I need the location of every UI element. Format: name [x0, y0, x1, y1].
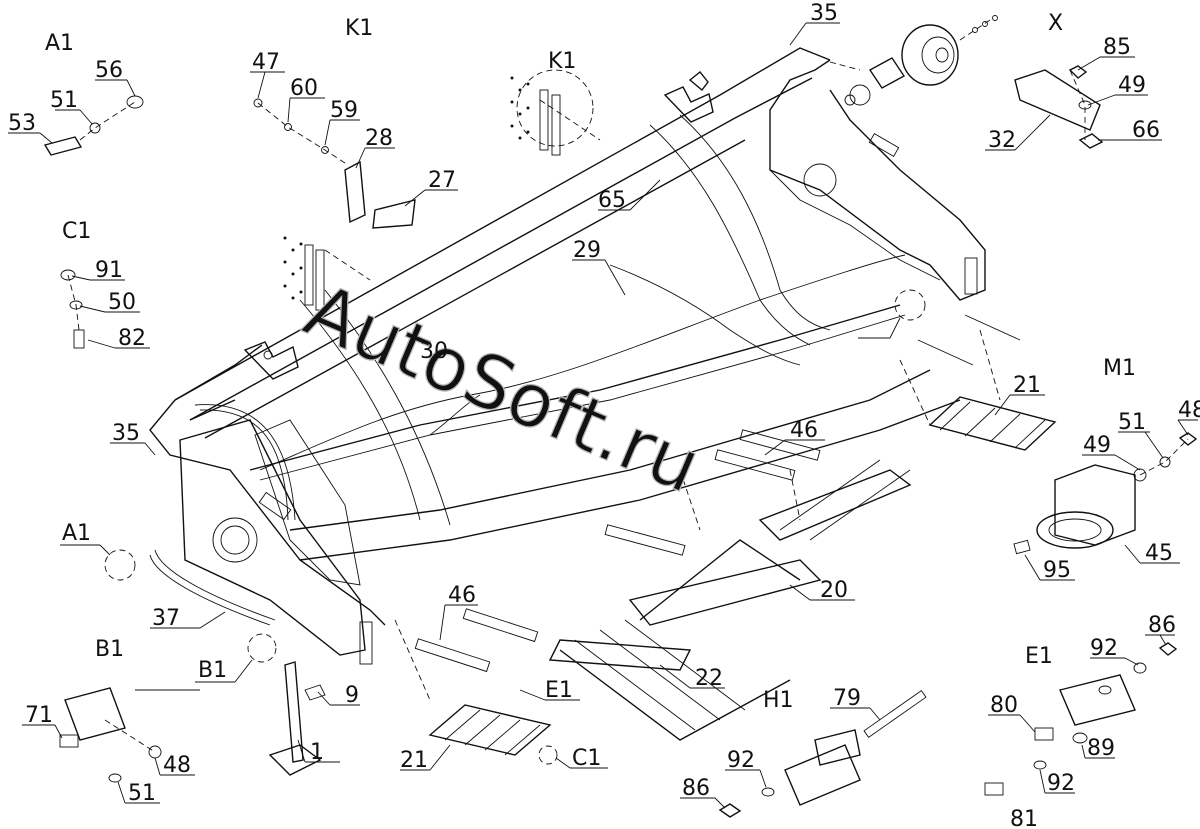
group-title-k1-top: K1 [345, 16, 373, 41]
part-label-51-m1: 51 [1118, 410, 1146, 435]
part-label-35-left: 35 [112, 421, 140, 446]
part-label-1: 1 [310, 740, 324, 765]
group-title-x-top: X [1048, 11, 1063, 36]
part-label-71: 71 [25, 703, 53, 728]
part-label-21-right: 21 [1013, 373, 1041, 398]
group-title-a1-top: A1 [45, 31, 74, 56]
group-title-b1-body: B1 [198, 658, 227, 683]
part-label-65: 65 [598, 188, 626, 213]
group-title-a1-body: A1 [62, 521, 91, 546]
part-label-47: 47 [252, 50, 280, 75]
part-label-81: 81 [1010, 807, 1038, 829]
group-titles: A1 K1 K1 X C1 M1 A1 B1 B1 E1 C1 E1 H1 [45, 11, 1136, 771]
part-number-labels: 35 85 49 66 32 56 51 53 47 60 59 28 27 6… [8, 1, 1200, 829]
part-label-29: 29 [573, 238, 601, 263]
part-label-30: 30 [420, 339, 448, 364]
part-label-56: 56 [95, 58, 123, 83]
part-label-82: 82 [118, 326, 146, 351]
part-label-86-h1: 86 [682, 776, 710, 801]
part-label-59: 59 [330, 98, 358, 123]
part-label-92-e1-low: 92 [1047, 771, 1075, 796]
part-label-51-a1: 51 [50, 88, 78, 113]
group-title-e1-right: E1 [1025, 644, 1053, 669]
part-label-66: 66 [1132, 118, 1160, 143]
leader-lines [8, 22, 1198, 809]
part-label-21-bottom: 21 [400, 748, 428, 773]
group-title-k1-body: K1 [548, 49, 576, 74]
part-label-50: 50 [108, 290, 136, 315]
part-label-80: 80 [990, 693, 1018, 718]
group-title-m1: M1 [1103, 356, 1136, 381]
part-label-45: 45 [1145, 541, 1173, 566]
part-label-48-m1: 48 [1178, 398, 1200, 423]
part-label-49-x: 49 [1118, 73, 1146, 98]
part-label-86-e1: 86 [1148, 613, 1176, 638]
part-label-35-top: 35 [810, 1, 838, 26]
part-label-46-bottom: 46 [448, 583, 476, 608]
header-frame [43, 15, 1198, 818]
part-label-20: 20 [820, 578, 848, 603]
group-title-c1-body: C1 [572, 746, 601, 771]
part-label-95: 95 [1043, 558, 1071, 583]
group-title-h1: H1 [763, 688, 794, 713]
group-title-e1-body: E1 [545, 678, 573, 703]
part-label-49-m1: 49 [1083, 433, 1111, 458]
part-label-92-h1: 92 [727, 748, 755, 773]
group-title-b1-left: B1 [95, 637, 124, 662]
part-label-46-top: 46 [790, 418, 818, 443]
part-label-60: 60 [290, 76, 318, 101]
part-label-22: 22 [695, 666, 723, 691]
part-label-37: 37 [152, 606, 180, 631]
part-label-32: 32 [988, 128, 1016, 153]
part-label-53: 53 [8, 111, 36, 136]
part-label-79: 79 [833, 686, 861, 711]
part-label-51-b1: 51 [128, 781, 156, 806]
part-label-92-e1-top: 92 [1090, 636, 1118, 661]
part-label-85: 85 [1103, 35, 1131, 60]
part-label-27: 27 [428, 168, 456, 193]
group-title-c1-left: C1 [62, 219, 91, 244]
part-label-91: 91 [95, 258, 123, 283]
part-label-48-b1: 48 [163, 753, 191, 778]
part-label-28: 28 [365, 126, 393, 151]
part-label-89: 89 [1087, 736, 1115, 761]
part-label-9: 9 [345, 683, 359, 708]
